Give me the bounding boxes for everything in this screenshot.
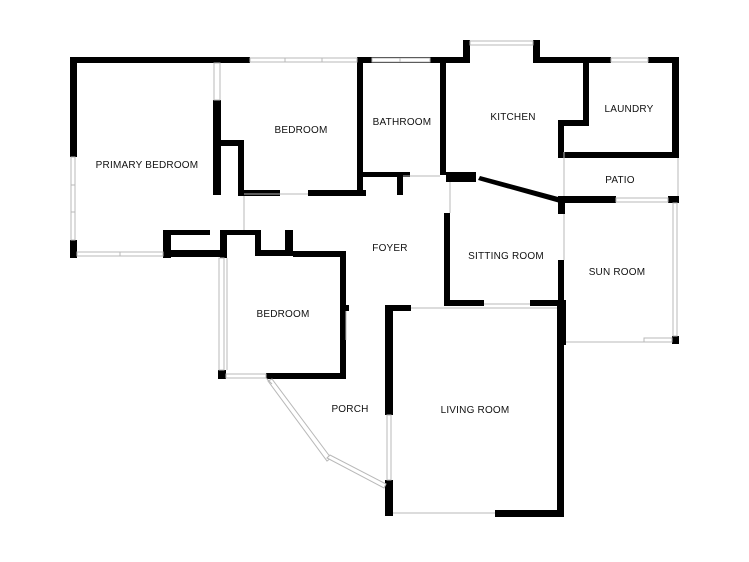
room-label-bedroom-bottom: BEDROOM	[256, 309, 309, 320]
room-label-sun-room: SUN ROOM	[589, 267, 646, 278]
room-label-foyer: FOYER	[372, 243, 407, 254]
room-label-laundry: LAUNDRY	[604, 104, 653, 115]
room-label-bathroom: BATHROOM	[373, 117, 432, 128]
room-label-primary-bedroom: PRIMARY BEDROOM	[96, 160, 199, 171]
room-label-porch: PORCH	[331, 404, 368, 415]
room-labels: PRIMARY BEDROOM BEDROOM BATHROOM KITCHEN…	[96, 104, 654, 416]
openings	[243, 152, 565, 340]
room-label-living-room: LIVING ROOM	[441, 405, 510, 416]
room-label-sitting-room: SITTING ROOM	[468, 251, 544, 262]
windows	[70, 40, 679, 514]
room-label-bedroom-top: BEDROOM	[274, 125, 327, 136]
room-label-patio: PATIO	[605, 175, 635, 186]
room-label-kitchen: KITCHEN	[490, 112, 535, 123]
walls	[70, 40, 679, 517]
